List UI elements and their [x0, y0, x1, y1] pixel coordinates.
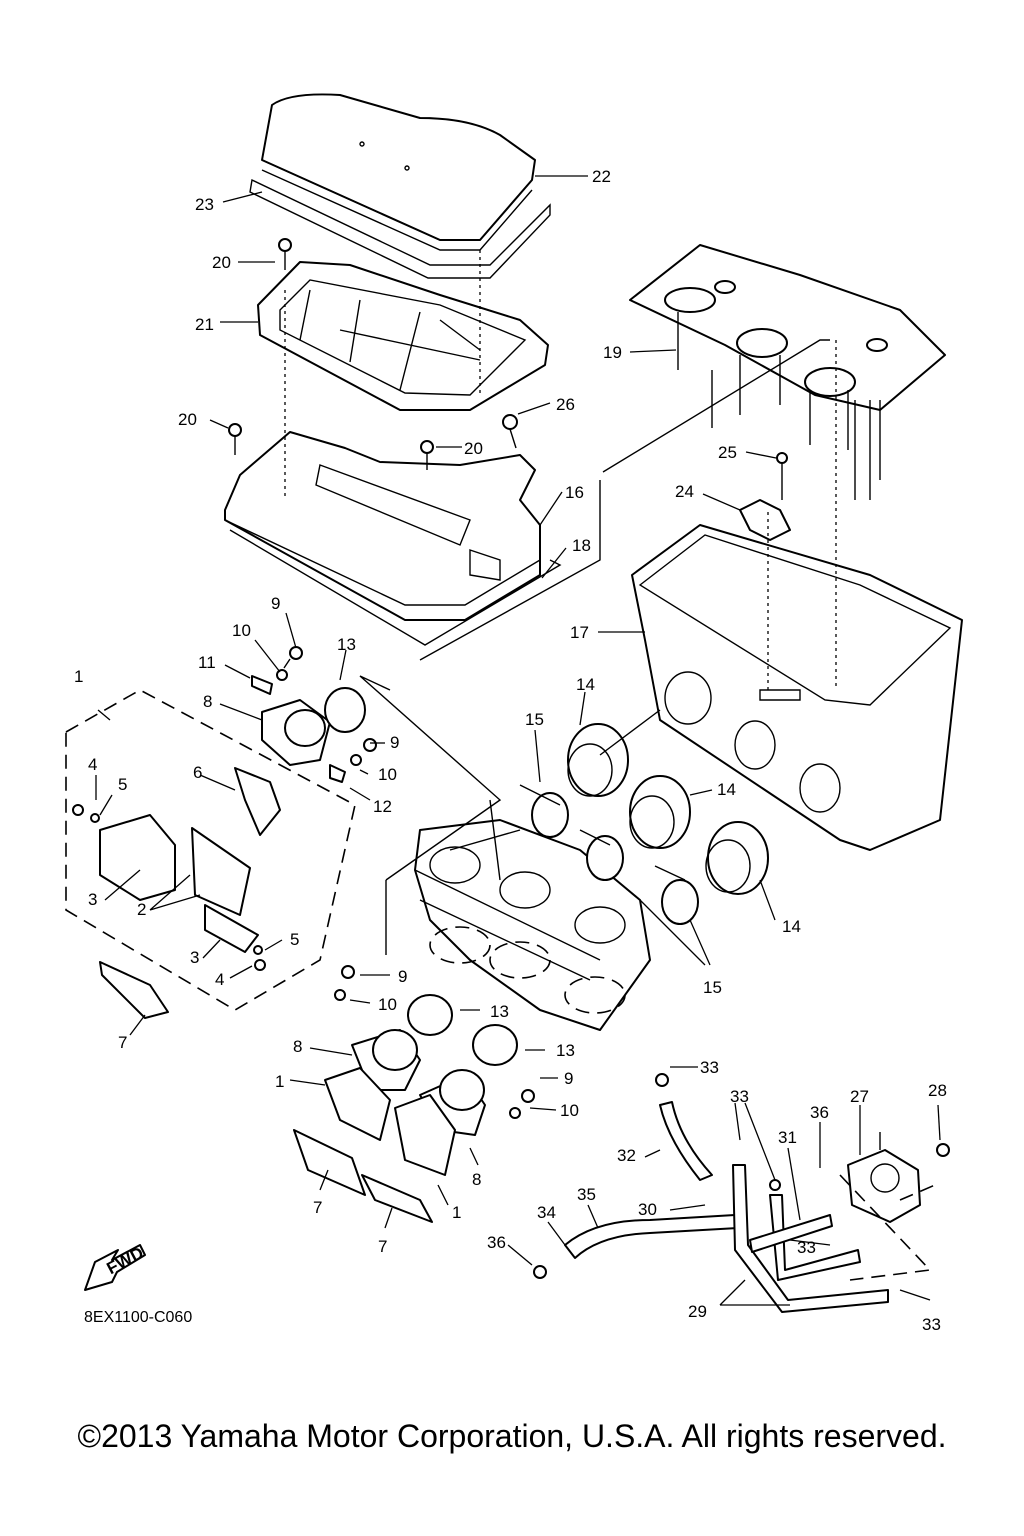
carb-joint-upper: [261, 687, 366, 766]
airbox-cover: [261, 93, 536, 251]
callout-34: 34: [537, 1203, 556, 1222]
airbox-body: [224, 431, 562, 646]
callout-32: 32: [617, 1146, 636, 1165]
callout-9d: 9: [564, 1069, 573, 1088]
callout-9b: 9: [390, 733, 399, 752]
callout-14c: 14: [782, 917, 801, 936]
callout-4a: 4: [88, 755, 97, 774]
callout-10d: 10: [560, 1101, 579, 1120]
callout-23: 23: [195, 195, 214, 214]
callout-1a: 1: [74, 667, 83, 686]
fwd-label: FWD: [104, 1243, 147, 1278]
callout-35: 35: [577, 1185, 596, 1204]
callout-18: 18: [572, 536, 591, 555]
callout-27: 27: [850, 1087, 869, 1106]
callout-5a: 5: [118, 775, 127, 794]
intake-joints: [567, 723, 769, 895]
callout-8c: 8: [472, 1170, 481, 1189]
callout-1b: 1: [275, 1072, 284, 1091]
airbox-seal: [249, 178, 551, 279]
callout-31: 31: [778, 1128, 797, 1147]
lower-airbox: [631, 524, 963, 851]
callout-24: 24: [675, 482, 694, 501]
callout-7b: 7: [313, 1198, 322, 1217]
callout-15b: 15: [703, 978, 722, 997]
callout-20a: 20: [212, 253, 231, 272]
callout-15a: 15: [525, 710, 544, 729]
callout-10b: 10: [378, 765, 397, 784]
upper-plate: [629, 244, 946, 500]
clamps-15: [519, 784, 699, 925]
callout-13a: 13: [337, 635, 356, 654]
lower-intake-parts: [293, 965, 535, 1223]
callout-9c: 9: [398, 967, 407, 986]
callout-25: 25: [718, 443, 737, 462]
callout-10c: 10: [378, 995, 397, 1014]
small-parts-upper: [251, 646, 377, 783]
callout-5b: 5: [290, 930, 299, 949]
reed-valve-group: [65, 689, 356, 1019]
callout-16: 16: [565, 483, 584, 502]
callout-3b: 3: [190, 948, 199, 967]
callout-13c: 13: [556, 1041, 575, 1060]
callout-29: 29: [688, 1302, 707, 1321]
callout-11: 11: [198, 653, 216, 672]
callout-10a: 10: [232, 621, 251, 640]
callout-labels: 23 22 20 21 20 26 20 19 25 24 16 18 17 9…: [74, 167, 947, 1334]
callout-14a: 14: [576, 675, 595, 694]
callout-21: 21: [195, 315, 214, 334]
guide-lines: [95, 175, 941, 1306]
fuel-pump: [847, 1132, 950, 1223]
callout-12: 12: [373, 797, 392, 816]
fuel-hoses: [533, 1073, 889, 1313]
callout-30: 30: [638, 1200, 657, 1219]
callout-8a: 8: [203, 692, 212, 711]
callout-28: 28: [928, 1081, 947, 1100]
copyright-notice: ©2013 Yamaha Motor Corporation, U.S.A. A…: [77, 1418, 947, 1454]
fuel-cock: [739, 452, 791, 541]
callout-19: 19: [603, 343, 622, 362]
callout-20b: 20: [178, 410, 197, 429]
callout-36b: 36: [487, 1233, 506, 1252]
callout-33a: 33: [700, 1058, 719, 1077]
bolt-26: [502, 414, 518, 449]
callout-7c: 7: [378, 1237, 387, 1256]
callout-33b: 33: [730, 1087, 749, 1106]
callout-14b: 14: [717, 780, 736, 799]
callout-3a: 3: [88, 890, 97, 909]
screws-20: [228, 238, 434, 470]
callout-2: 2: [137, 900, 146, 919]
callout-22: 22: [592, 167, 611, 186]
fwd-arrow: FWD: [84, 1243, 147, 1291]
callout-33c: 33: [797, 1238, 816, 1257]
callout-26: 26: [556, 395, 575, 414]
callout-20c: 20: [464, 439, 483, 458]
callout-17: 17: [570, 623, 589, 642]
callout-9a: 9: [271, 594, 280, 613]
callout-6: 6: [193, 763, 202, 782]
callout-1c: 1: [452, 1203, 461, 1222]
callout-36a: 36: [810, 1103, 829, 1122]
diagram-code: 8EX1100-C060: [84, 1309, 193, 1326]
callout-8b: 8: [293, 1037, 302, 1056]
callout-13b: 13: [490, 1002, 509, 1021]
callout-7a: 7: [118, 1033, 127, 1052]
callout-33d: 33: [922, 1315, 941, 1334]
filter-frame: [257, 261, 549, 411]
callout-4b: 4: [215, 970, 224, 989]
